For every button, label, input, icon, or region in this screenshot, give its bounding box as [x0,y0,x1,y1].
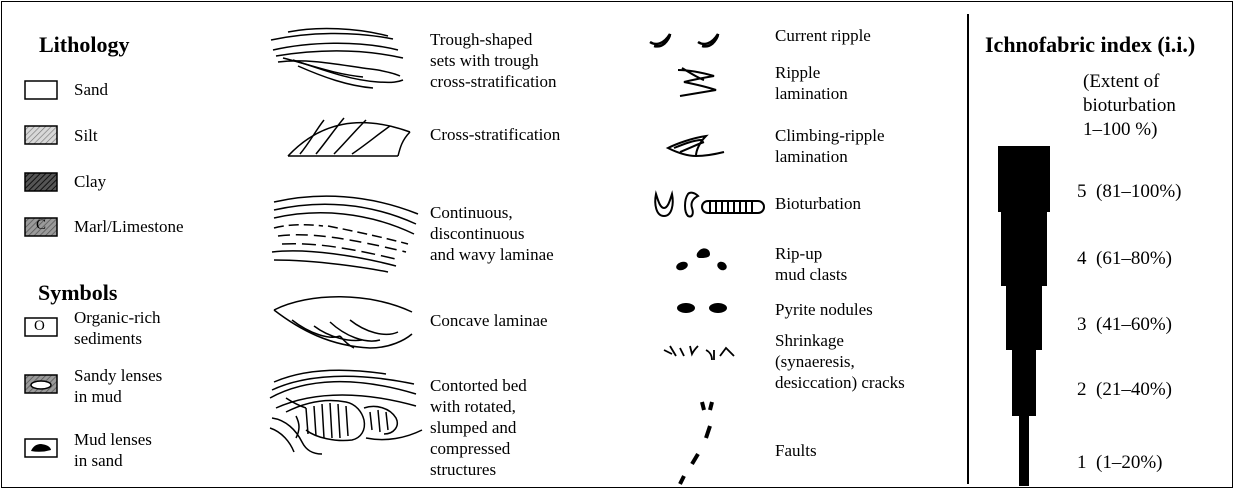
concave-laminae-icon [270,290,420,360]
pyrite-nodules-icon [674,298,734,318]
bioturbation-icon [652,190,772,220]
symbol-label-mud-lenses: Mud lenses in sand [74,429,152,471]
ichnofabric-level-3: 3 (41–60%) [1077,313,1172,337]
feature-label-current-ripple: Current ripple [775,25,871,46]
ichnofabric-bar [996,146,1056,486]
ichnofabric-bar-segment-5 [998,146,1050,212]
feature-label-ripple-lamination: Ripple lamination [775,62,848,104]
feature-label-rip-up: Rip-up mud clasts [775,243,847,285]
silt-swatch [24,125,58,145]
ichnofabric-bar-segment-1 [1019,416,1029,486]
ichnofabric-bar-segment-2 [1012,350,1036,416]
climbing-ripple-icon [666,134,726,164]
lithology-label-marl: Marl/Limestone [74,216,184,237]
lithology-label-silt: Silt [74,125,98,146]
ichnofabric-level-2: 2 (21–40%) [1077,378,1172,402]
faults-icon [668,398,728,488]
organic-swatch-glyph: O [34,316,45,337]
ichnofabric-level-4: 4 (61–80%) [1077,247,1172,271]
structure-label-trough: Trough-shaped sets with trough cross-str… [430,29,557,92]
rip-up-clasts-icon [672,244,732,280]
ichnofabric-heading: Ichnofabric index (i.i.) [985,32,1195,58]
ichnofabric-note: (Extent of bioturbation 1–100 %) [1083,70,1176,142]
ichnofabric-level-5: 5 (81–100%) [1077,180,1181,204]
ripple-lamination-icon [676,66,720,98]
feature-label-shrinkage: Shrinkage (synaeresis, desiccation) crac… [775,330,905,393]
symbol-label-sandy-lenses: Sandy lenses in mud [74,365,162,407]
sandy-lenses-swatch [24,374,58,394]
laminae-icon [268,190,423,275]
structure-label-laminae: Continuous, discontinuous and wavy lamin… [430,202,554,265]
clay-swatch [24,172,58,192]
column-divider [967,14,969,484]
mud-lenses-swatch [24,438,58,458]
sand-swatch [24,80,58,100]
feature-label-bioturbation: Bioturbation [775,193,861,214]
trough-cross-stratification-icon [268,22,418,92]
ichnofabric-bar-segment-3 [1006,286,1042,350]
lithology-heading: Lithology [39,32,129,58]
structure-label-contorted: Contorted bed with rotated, slumped and … [430,375,527,480]
current-ripple-icon [646,28,746,52]
structure-label-cross: Cross-stratification [430,124,560,145]
feature-label-climbing-ripple: Climbing-ripple lamination [775,125,885,167]
contorted-bed-icon [266,368,426,458]
feature-label-pyrite: Pyrite nodules [775,299,873,320]
ichnofabric-bar-segment-4 [1001,212,1047,286]
symbol-label-organic: Organic-rich sediments [74,307,161,349]
structure-label-concave: Concave laminae [430,310,548,331]
lithology-label-sand: Sand [74,79,108,100]
feature-label-faults: Faults [775,440,817,461]
shrinkage-cracks-icon [662,340,744,368]
marl-swatch-glyph: C [36,215,46,236]
cross-stratification-icon [280,112,420,162]
ichnofabric-level-1: 1 (1–20%) [1077,451,1162,475]
lithology-label-clay: Clay [74,171,106,192]
symbols-heading: Symbols [38,280,117,306]
